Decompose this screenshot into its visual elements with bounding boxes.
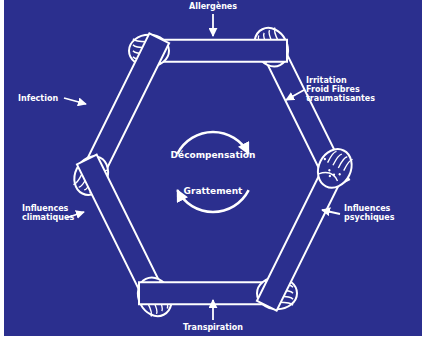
- influence-arrow: [212, 14, 214, 36]
- label-text: Irritation Froid Fibres traumatisantes: [306, 76, 370, 104]
- influence-arrow: [322, 210, 340, 214]
- hands-ring: [68, 22, 358, 322]
- cycle-label: Décompensation: [171, 150, 256, 160]
- cycle-label: Grattement: [184, 186, 243, 196]
- label-text: Influences climatiques: [22, 204, 66, 222]
- hands-illustration: [4, 0, 422, 336]
- label-text: Influences psychiques: [344, 204, 400, 222]
- label-text: Infection: [18, 94, 58, 103]
- influence-arrow: [66, 212, 84, 218]
- label-text: Allergènes: [189, 2, 237, 11]
- influence-arrow: [212, 300, 214, 320]
- label-text: Transpiration: [183, 323, 243, 332]
- influence-arrow: [286, 90, 304, 100]
- background-panel: AllergènesIrritation Froid Fibres trauma…: [4, 0, 422, 336]
- influence-arrow: [64, 98, 86, 104]
- cycle-arrows: [177, 132, 248, 212]
